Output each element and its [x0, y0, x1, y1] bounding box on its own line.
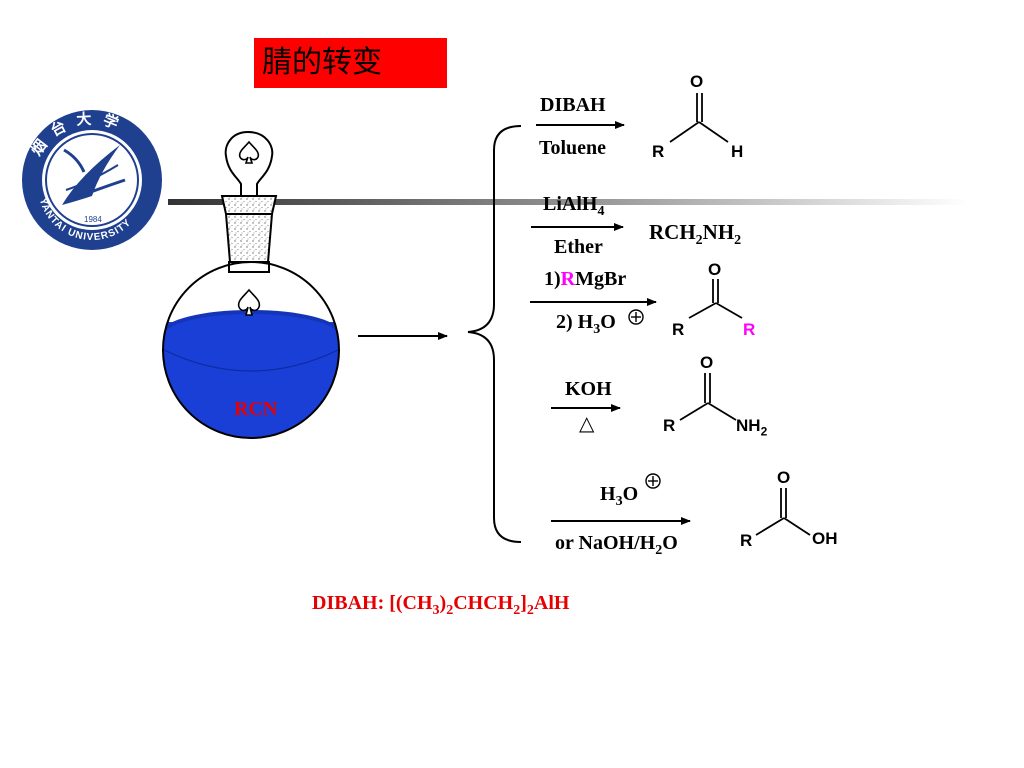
heat-icon: △ — [579, 411, 595, 435]
reagent-hydronium: H3O — [600, 483, 639, 509]
product-amide-bonds — [679, 373, 737, 421]
flask-label: RCN — [234, 398, 278, 420]
atom-o: O — [777, 468, 791, 487]
atom-o: O — [700, 353, 714, 372]
svg-text:烟台大学: 烟台大学 — [27, 109, 130, 159]
reagent-naoh: or NaOH/H2O — [555, 532, 678, 558]
reagent-hydronium: 2) H3O — [556, 311, 616, 337]
reagent-lialh4: LiAlH4 — [543, 193, 605, 219]
reagent-ether: Ether — [554, 236, 603, 258]
atom-r: R — [663, 416, 676, 435]
atom-o: O — [690, 72, 704, 91]
reagent-koh: KOH — [565, 378, 612, 400]
product-amine: RCH2NH2 — [649, 220, 742, 249]
product-aldehyde-bonds — [669, 93, 729, 143]
atom-h: H — [731, 142, 744, 161]
plus-circle-icon — [628, 309, 644, 325]
atom-oh: OH — [812, 529, 838, 548]
university-logo — [22, 110, 162, 250]
atom-r: R — [672, 320, 685, 339]
atom-r-highlight: R — [743, 320, 756, 339]
title-banner — [254, 38, 447, 88]
page-title: 腈的转变 — [262, 45, 382, 80]
atom-o: O — [708, 260, 722, 279]
atom-nh2: NH2 — [736, 416, 768, 439]
reagent-dibah: DIBAH — [540, 94, 606, 116]
reagent-grignard: 1)RMgBr — [544, 268, 627, 290]
logo-year: 1984 — [84, 215, 102, 224]
curly-brace — [467, 125, 522, 543]
dibah-footnote: DIBAH: [(CH3)2CHCH2]2AlH — [312, 592, 570, 618]
logo-top-text: 烟台大学 — [27, 109, 120, 159]
product-ketone-bonds — [688, 279, 743, 319]
plus-circle-icon — [645, 473, 661, 489]
reagent-toluene: Toluene — [539, 137, 607, 159]
divider-bar — [168, 199, 968, 205]
product-acid-bonds — [755, 488, 811, 536]
atom-r: R — [740, 531, 753, 550]
atom-r: R — [652, 142, 665, 161]
